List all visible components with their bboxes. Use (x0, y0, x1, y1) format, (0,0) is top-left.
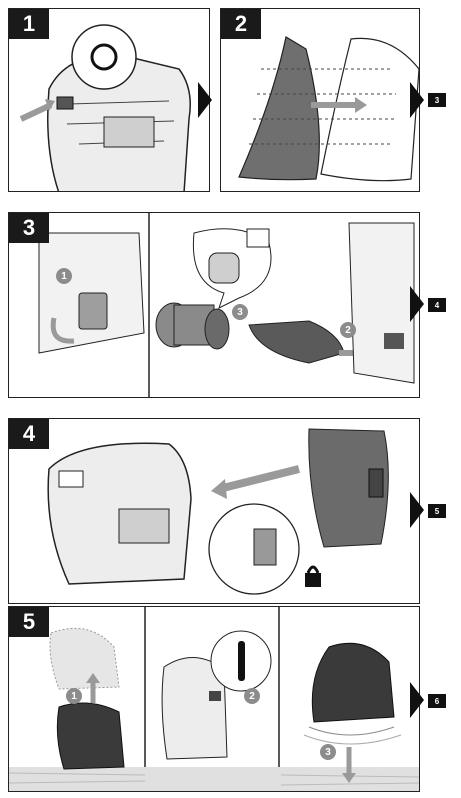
next-arrow (198, 82, 212, 118)
next-arrow-right (410, 492, 424, 528)
sanding-sheet-illustration (238, 36, 419, 182)
step-2-panel: 2 (220, 8, 420, 192)
power-switch-illustration (19, 24, 191, 191)
step-1-badge: 1 (9, 9, 49, 39)
next-arrow-right (410, 286, 424, 322)
next-step-tag: 3 (428, 93, 446, 107)
battery-insertion-illustration (47, 428, 389, 595)
step-1-panel: 1 (8, 8, 210, 192)
step-2-badge: 2 (221, 9, 261, 39)
callout-1: 1 (56, 268, 72, 284)
callout-number: 1 (66, 688, 82, 704)
step-4-badge: 4 (9, 419, 49, 449)
next-step-tag: 6 (428, 694, 446, 708)
dust-extraction-illustration (38, 213, 415, 397)
next-step-tag: 4 (428, 298, 446, 312)
next-step-tag: 5 (428, 504, 446, 518)
callout-number: 3 (232, 304, 248, 320)
callout-number: 2 (244, 688, 260, 704)
step-5-badge: 5 (9, 607, 49, 637)
step-3-badge: 3 (9, 213, 49, 243)
step-3-panel: 3 1 (8, 212, 420, 398)
next-arrow-right (410, 682, 424, 718)
step-4-panel: 4 (8, 418, 420, 604)
start-sanding-illustration (9, 607, 419, 791)
next-arrow-right (410, 82, 424, 118)
callout-number: 3 (320, 744, 336, 760)
callout-number: 2 (340, 322, 356, 338)
